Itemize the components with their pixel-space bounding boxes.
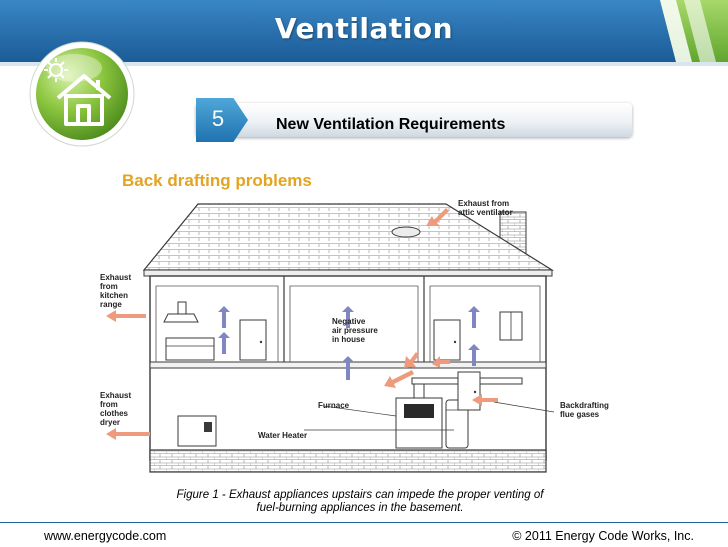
- step-bar: [196, 103, 632, 137]
- svg-text:Exhaust from: Exhaust from: [458, 199, 509, 208]
- page-title: Ventilation: [274, 12, 454, 45]
- house-ventilation-diagram: Exhaust from attic ventilator Exhaust fr…: [100, 199, 609, 473]
- attic-label-2: attic ventilator: [458, 208, 513, 217]
- backdraft-arrow-icon: [472, 394, 498, 406]
- svg-text:Exhaust: Exhaust: [100, 391, 131, 400]
- svg-text:Negative: Negative: [332, 317, 366, 326]
- svg-text:Furnace: Furnace: [318, 401, 350, 410]
- up-arrow-icon: [218, 306, 230, 328]
- svg-text:range: range: [100, 300, 122, 309]
- figure-caption: Figure 1 - Exhaust appliances upstairs c…: [140, 489, 580, 515]
- caption-line-2: fuel-burning appliances in the basement.: [256, 502, 464, 514]
- kitchen-label-2: from: [100, 282, 118, 291]
- dryer-label-4: dryer: [100, 418, 120, 427]
- svg-text:kitchen: kitchen: [100, 291, 128, 300]
- kitchen-label-1: Exhaust: [100, 273, 131, 282]
- svg-text:from: from: [100, 282, 118, 291]
- attic-ventilator: [391, 226, 421, 238]
- foundation: [149, 449, 547, 473]
- water-heater: [445, 399, 469, 449]
- attic-label-1: Exhaust from: [458, 199, 509, 208]
- footer-website: www.energycode.com: [44, 529, 167, 543]
- svg-text:clothes: clothes: [100, 409, 129, 418]
- kitchen-exhaust-arrow-icon: [106, 310, 146, 322]
- backdraft-arrow-icon: [432, 356, 450, 368]
- svg-text:Exhaust: Exhaust: [100, 273, 131, 282]
- svg-text:from: from: [100, 400, 118, 409]
- svg-text:dryer: dryer: [100, 418, 120, 427]
- kitchen-label-3: kitchen: [100, 291, 128, 300]
- footer: [0, 522, 728, 547]
- furnace-label: Furnace: [318, 401, 350, 410]
- header-banner: [0, 0, 728, 66]
- backdraft-label-2: flue gases: [560, 410, 600, 419]
- svg-text:Backdrafting: Backdrafting: [560, 401, 609, 410]
- step-label: New Ventilation Requirements: [276, 116, 506, 133]
- svg-text:attic ventilator: attic ventilator: [458, 208, 513, 217]
- negative-label-2: air pressure: [332, 326, 378, 335]
- backdraft-label-1: Backdrafting: [560, 401, 609, 410]
- svg-text:air pressure: air pressure: [332, 326, 378, 335]
- up-arrow-icon: [342, 356, 354, 380]
- attic-exhaust-arrow-icon: [426, 208, 449, 226]
- footer-copyright: © 2011 Energy Code Works, Inc.: [512, 529, 694, 543]
- dryer-label-2: from: [100, 400, 118, 409]
- section-subtitle: Back drafting problems: [122, 171, 312, 190]
- svg-text:in house: in house: [332, 335, 365, 344]
- svg-text:flue gases: flue gases: [560, 410, 600, 419]
- kitchen-label-4: range: [100, 300, 122, 309]
- svg-text:Water Heater: Water Heater: [258, 431, 307, 440]
- dryer-label-3: clothes: [100, 409, 129, 418]
- up-arrow-icon: [468, 344, 480, 366]
- dryer-label-1: Exhaust: [100, 391, 131, 400]
- caption-line-1: Figure 1 - Exhaust appliances upstairs c…: [176, 489, 544, 501]
- house-logo-icon: [29, 41, 135, 147]
- up-arrow-icon: [342, 306, 354, 328]
- negative-label-1: Negative: [332, 317, 366, 326]
- backdraft-arrow-icon: [404, 352, 419, 368]
- water-heater-label: Water Heater: [258, 431, 307, 440]
- backdraft-arrow-icon: [384, 370, 414, 388]
- negative-label-3: in house: [332, 335, 365, 344]
- step-number: 5: [211, 106, 225, 131]
- up-arrow-icon: [218, 332, 230, 354]
- up-arrow-icon: [468, 306, 480, 328]
- dryer-exhaust-arrow-icon: [106, 428, 150, 440]
